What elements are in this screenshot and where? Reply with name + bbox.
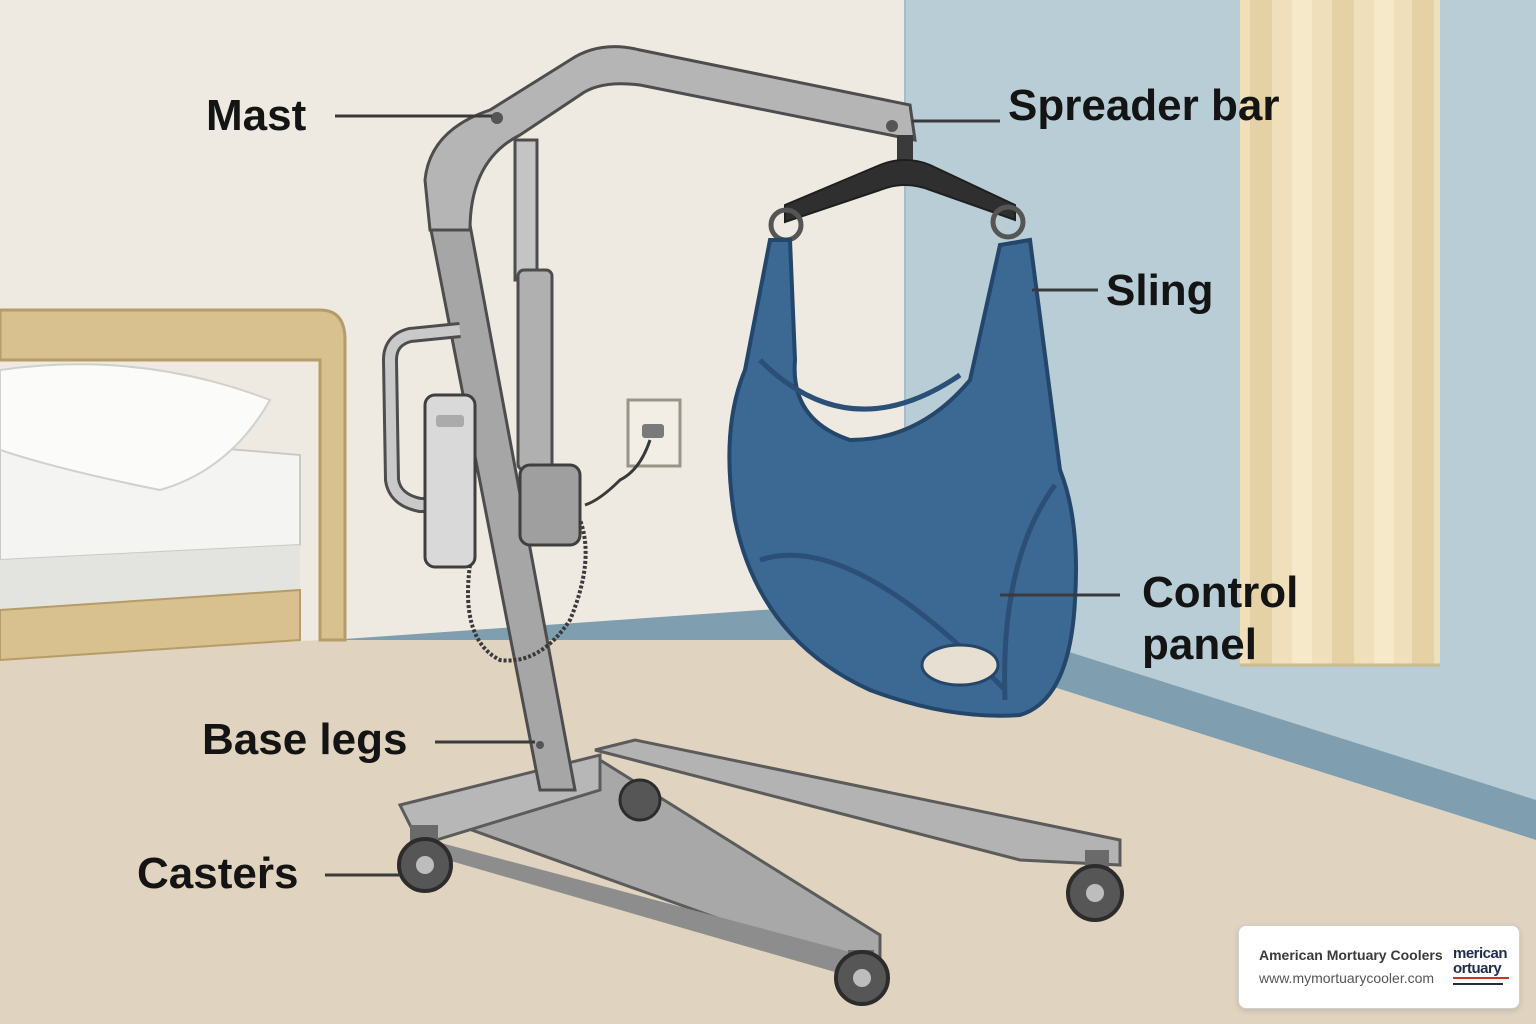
- label-mast: Mast: [206, 91, 307, 140]
- mast: [423, 45, 917, 792]
- curtain: [1240, 0, 1440, 667]
- floor: [0, 640, 1536, 1024]
- label-sling: Sling: [1106, 266, 1214, 315]
- casters: [397, 778, 1124, 1006]
- watermark-company: American Mortuary Coolers: [1259, 947, 1443, 963]
- leader-lines: [325, 114, 1120, 877]
- company-logo: merican ortuary: [1453, 940, 1509, 994]
- label-spreader-bar: Spreader bar: [1008, 81, 1280, 130]
- logo-text-bottom: ortuary: [1453, 960, 1502, 977]
- watermark-card: American Mortuary Coolers www.mymortuary…: [1238, 925, 1520, 1009]
- actuator: [513, 138, 582, 547]
- watermark-url: www.mymortuarycooler.com: [1259, 970, 1435, 986]
- logo-red-line: [1453, 977, 1509, 979]
- logo-text-top: merican: [1453, 945, 1508, 962]
- label-base-legs: Base legs: [202, 715, 408, 764]
- label-casters: Casteṙs: [137, 849, 299, 898]
- label-control-panel: Control panel: [1142, 568, 1299, 669]
- sling: [727, 237, 1078, 718]
- hand-control: [423, 393, 588, 663]
- spreader-bar: [768, 135, 1026, 243]
- logo-navy-line: [1453, 983, 1503, 985]
- wall-outlet: [584, 398, 682, 507]
- bed: [0, 308, 347, 662]
